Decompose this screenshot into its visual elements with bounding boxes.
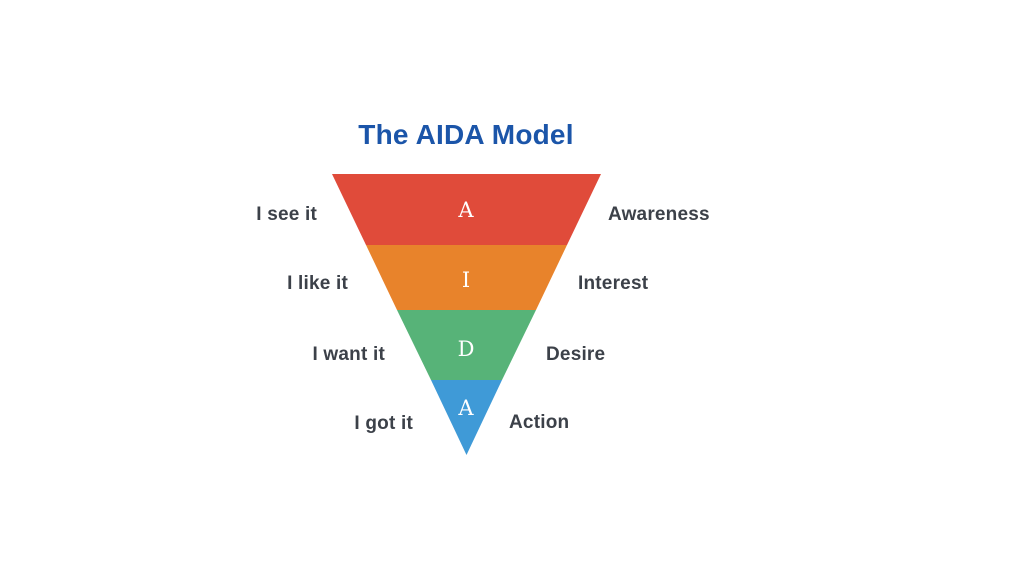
funnel-layer-action: [431, 380, 502, 455]
diagram-title: The AIDA Model: [358, 119, 573, 150]
label-stage-awareness: Awareness: [608, 204, 710, 225]
feeling-labels: I see it I like it I want it I got it: [256, 204, 413, 434]
funnel-layer-interest: [366, 245, 567, 310]
stage-labels: Awareness Interest Desire Action: [509, 204, 710, 433]
funnel-letter-awareness: A: [457, 198, 474, 222]
funnel-letter-action: A: [457, 396, 474, 420]
label-feeling-interest: I like it: [287, 273, 348, 294]
funnel: A I D A: [332, 174, 601, 455]
label-feeling-desire: I want it: [312, 344, 385, 365]
label-feeling-action: I got it: [354, 413, 413, 434]
label-stage-action: Action: [509, 412, 569, 433]
funnel-layer-awareness: [332, 174, 601, 245]
funnel-layer-desire: [397, 310, 536, 380]
label-stage-desire: Desire: [546, 344, 605, 365]
funnel-letter-desire: D: [458, 337, 475, 361]
funnel-letter-interest: I: [462, 268, 470, 292]
label-stage-interest: Interest: [578, 273, 649, 294]
label-feeling-awareness: I see it: [256, 204, 317, 225]
